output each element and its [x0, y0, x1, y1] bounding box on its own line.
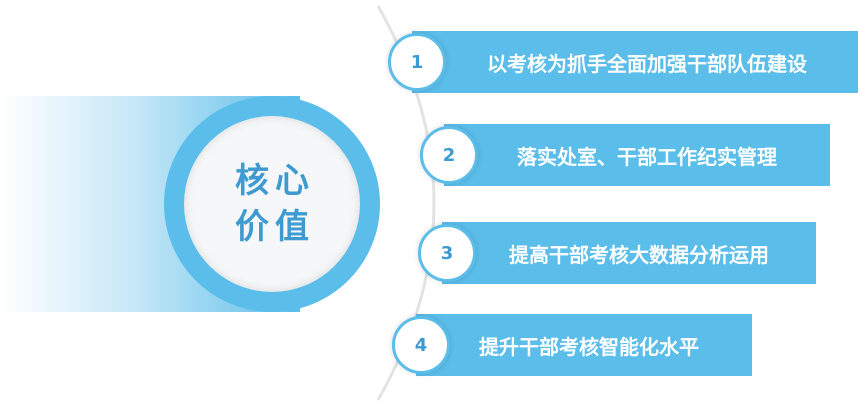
hub-title-line-2: 价值	[235, 207, 315, 247]
item-text-3: 提高干部考核大数据分析运用	[509, 242, 769, 267]
hub-circle: 核心 价值	[184, 116, 360, 292]
item-bar-2: 落实处室、干部工作纪实管理	[444, 124, 830, 186]
item-number-1: 1	[388, 33, 446, 91]
item-number-4: 4	[392, 316, 450, 374]
item-number-3: 3	[418, 224, 476, 282]
item-number-2: 2	[420, 126, 478, 184]
item-text-2: 落实处室、干部工作纪实管理	[517, 144, 777, 169]
item-bar-3: 提高干部考核大数据分析运用	[442, 222, 816, 284]
item-number-label-3: 3	[440, 242, 454, 264]
item-text-1: 以考核为抓手全面加强干部队伍建设	[487, 51, 807, 76]
item-text-4: 提升干部考核智能化水平	[479, 334, 699, 359]
item-number-label-4: 4	[414, 334, 428, 356]
hub-title-line-1: 核心	[235, 161, 315, 201]
item-bar-1: 以考核为抓手全面加强干部队伍建设	[412, 31, 858, 93]
item-number-label-1: 1	[410, 51, 424, 73]
item-bar-4: 提升干部考核智能化水平	[416, 314, 752, 376]
item-number-label-2: 2	[442, 144, 456, 166]
